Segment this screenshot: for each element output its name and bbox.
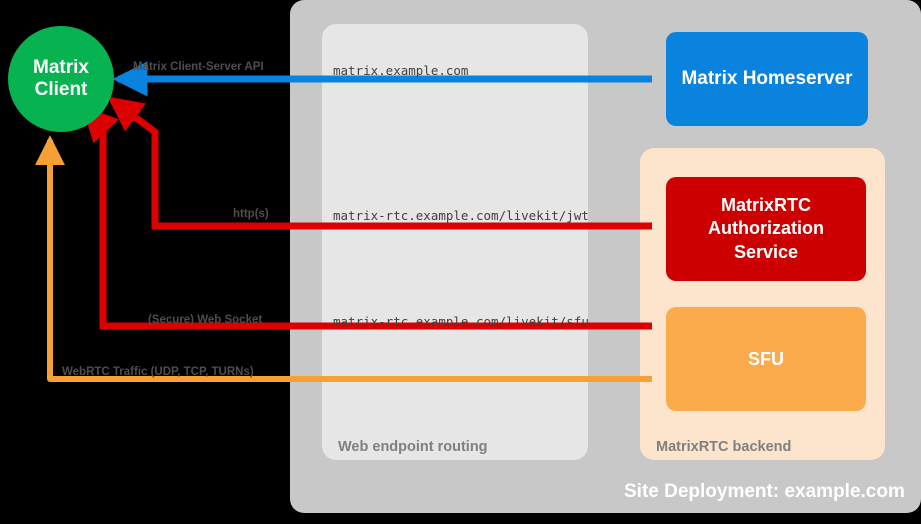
node-matrix-homeserver[interactable]: Matrix Homeserver (666, 32, 868, 126)
node-auth-label-line1: MatrixRTC (720, 195, 811, 216)
caption-web-endpoint-routing: Web endpoint routing (338, 439, 488, 455)
edge-webrtc-media-line (35, 135, 652, 382)
node-matrix-client-label-line2: Client (34, 79, 88, 100)
node-matrix-client[interactable]: Matrix Client (8, 26, 114, 132)
caption-matrixrtc-backend: MatrixRTC backend (656, 439, 792, 455)
endpoint-label-livekit-jwt: matrix-rtc.example.com/livekit/jwt (333, 208, 589, 223)
edge-label-client-server-api: Matrix Client-Server API (133, 61, 264, 73)
edge-label-webrtc-traffic: WebRTC Traffic (UDP, TCP, TURNs) (62, 366, 254, 378)
caption-site-deployment: Site Deployment: example.com (624, 481, 905, 502)
edge-label-secure-web-socket: (Secure) Web Socket (148, 314, 263, 326)
edge-jwt-auth-line (107, 96, 652, 230)
node-matrixrtc-authorization-service[interactable]: MatrixRTC Authorization Service (666, 177, 866, 281)
endpoint-label-livekit-sfu: matrix-rtc.example.com/livekit/sfu (333, 314, 589, 329)
node-sfu-label: SFU (748, 348, 784, 369)
node-matrix-client-label-line1: Matrix (33, 57, 89, 79)
node-sfu[interactable]: SFU (666, 307, 866, 411)
node-auth-label-line2: Authorization (708, 218, 824, 239)
node-auth-label-line3: Service (733, 241, 799, 262)
node-matrix-homeserver-label: Matrix Homeserver (681, 68, 853, 89)
edge-label-https: http(s) (233, 208, 269, 220)
endpoint-label-matrix-example-com: matrix.example.com (333, 63, 469, 78)
panel-web-endpoint-routing (322, 24, 588, 460)
